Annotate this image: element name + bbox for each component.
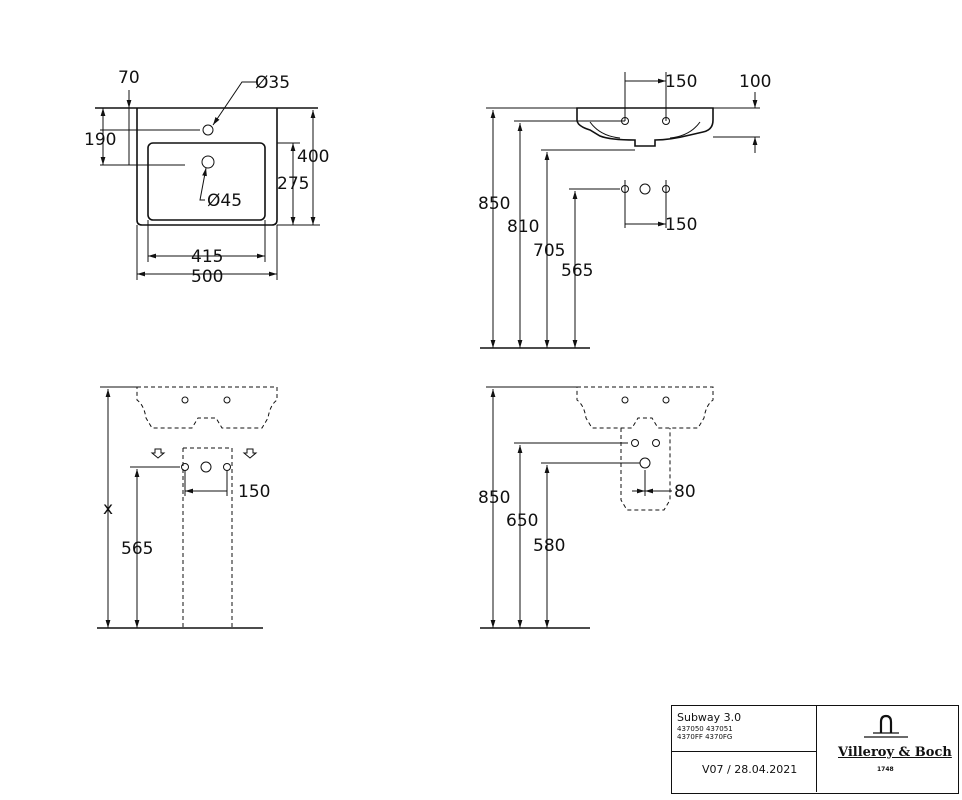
dim-565: 565 bbox=[121, 539, 153, 559]
dim-705: 705 bbox=[533, 241, 565, 261]
dim-275: 275 bbox=[277, 174, 309, 194]
waste-hole bbox=[201, 155, 215, 169]
product-codes-line1: 437050 437051 bbox=[677, 725, 733, 733]
title-block-divider bbox=[816, 705, 817, 792]
product-codes-line2: 4370FF 4370FG bbox=[677, 733, 733, 741]
title-block bbox=[671, 705, 959, 794]
dim-150-holes: 150 bbox=[665, 215, 697, 235]
arrow-down-icon bbox=[150, 448, 166, 459]
dim-850: 850 bbox=[478, 488, 510, 508]
dim-190: 190 bbox=[84, 130, 116, 150]
dim-150: 150 bbox=[238, 482, 270, 502]
dim-415: 415 bbox=[191, 247, 223, 267]
basin-side-profile bbox=[576, 107, 714, 147]
arrow-down-icon bbox=[242, 448, 258, 459]
dim-580: 580 bbox=[533, 536, 565, 556]
dim-500: 500 bbox=[191, 267, 223, 287]
dim-80: 80 bbox=[674, 482, 696, 502]
dim-850: 850 bbox=[478, 194, 510, 214]
faucet-logo-icon bbox=[864, 714, 908, 738]
dim-565: 565 bbox=[561, 261, 593, 281]
dim-650: 650 bbox=[506, 511, 538, 531]
side-view: 150 100 150 850 810 705 565 bbox=[478, 72, 771, 349]
brand-year: 1748 bbox=[877, 766, 894, 773]
product-name: Subway 3.0 bbox=[677, 711, 742, 724]
top-view: 70 190 400 275 415 500 Ø35 Ø45 bbox=[84, 68, 329, 287]
bowl-outline bbox=[147, 142, 266, 221]
dim-400: 400 bbox=[297, 147, 329, 167]
version-date: V07 / 28.04.2021 bbox=[702, 763, 798, 776]
brand-logo-text: Villeroy & Boch bbox=[838, 745, 952, 760]
basin-outline bbox=[136, 108, 278, 226]
dim-810: 810 bbox=[507, 217, 539, 237]
title-block-divider bbox=[671, 751, 816, 752]
dim-100: 100 bbox=[739, 72, 771, 92]
dim-150-top: 150 bbox=[665, 72, 697, 92]
dim-70: 70 bbox=[118, 68, 140, 88]
dim-diameter-35: Ø35 bbox=[255, 73, 290, 93]
pedestal-view: x 565 150 bbox=[97, 386, 278, 629]
semi-pedestal-view: 850 650 580 80 bbox=[478, 386, 714, 629]
tap-hole bbox=[202, 124, 214, 136]
dim-diameter-45: Ø45 bbox=[207, 191, 242, 211]
dim-x: x bbox=[103, 499, 113, 519]
